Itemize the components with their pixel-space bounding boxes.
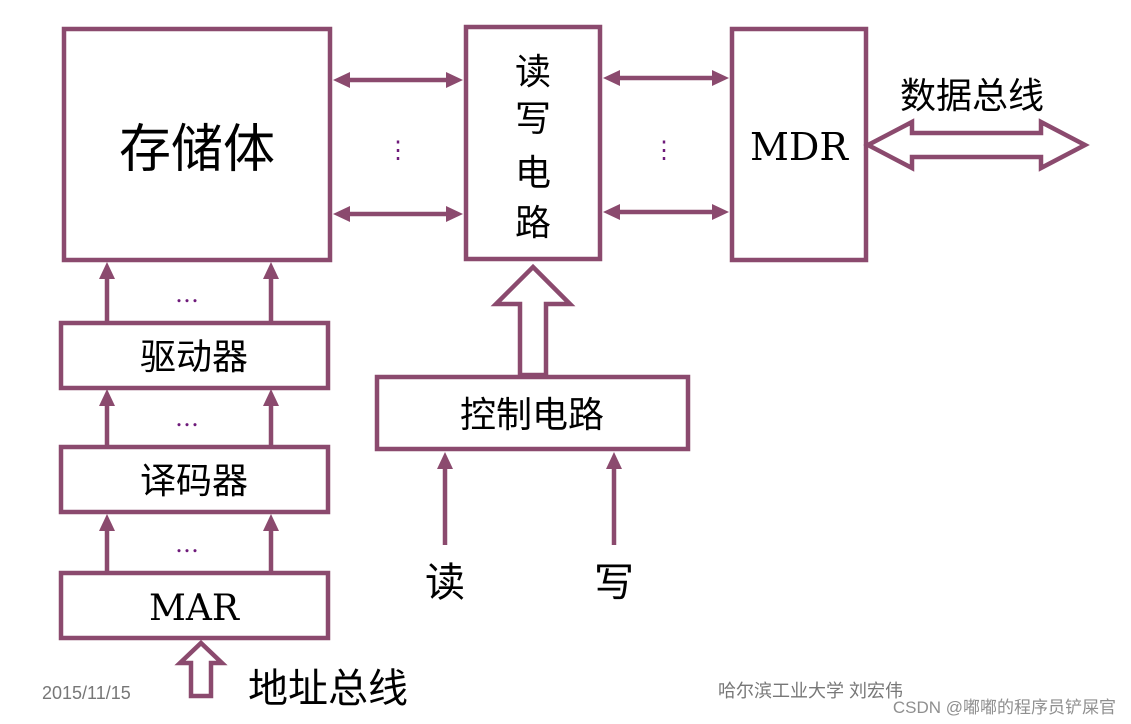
mar-decoder-arrow-left bbox=[99, 514, 115, 571]
footer-institution: 哈尔滨工业大学 刘宏伟 bbox=[718, 681, 903, 701]
storage-block bbox=[61, 26, 333, 263]
data-bus-label: 数据总线 bbox=[900, 76, 1044, 117]
rw-circuit-char-2: 写 bbox=[515, 99, 551, 140]
decoder-driver-arrow-left bbox=[99, 389, 115, 445]
driver-block bbox=[58, 320, 331, 391]
storage-rw-arrow-top bbox=[333, 72, 463, 88]
mar-block bbox=[58, 570, 331, 641]
control-circuit-label: 控制电路 bbox=[460, 395, 604, 436]
address-bus-label: 地址总线 bbox=[248, 666, 408, 712]
mdr-block bbox=[729, 26, 869, 263]
decoder-block bbox=[58, 444, 331, 515]
decoder-driver-arrow-right bbox=[263, 389, 279, 445]
mar-decoder-ellipsis: … bbox=[175, 530, 199, 558]
mdr-label: MDR bbox=[750, 125, 849, 169]
control-circuit-block bbox=[374, 374, 691, 452]
storage-label: 存储体 bbox=[119, 120, 275, 180]
rw-mdr-ellipsis: ⋮ bbox=[652, 136, 676, 164]
mar-decoder-arrow-right bbox=[263, 514, 279, 571]
write-signal-arrow bbox=[606, 452, 622, 545]
decoder-driver-ellipsis: … bbox=[175, 404, 199, 432]
rw-circuit-char-1: 读 bbox=[515, 52, 551, 93]
storage-rw-ellipsis: ⋮ bbox=[386, 136, 410, 164]
rw-mdr-arrow-bottom bbox=[603, 204, 729, 220]
footer-date: 2015/11/15 bbox=[42, 683, 131, 703]
rw-circuit-char-4: 路 bbox=[515, 203, 551, 244]
write-signal-label: 写 bbox=[594, 560, 634, 606]
address-bus-arrow bbox=[174, 639, 228, 699]
control-rw-arrow bbox=[490, 263, 576, 378]
driver-label: 驱动器 bbox=[140, 337, 248, 378]
decoder-label: 译码器 bbox=[140, 461, 248, 502]
csdn-watermark: CSDN @嘟嘟的程序员铲屎官 bbox=[893, 698, 1116, 717]
read-signal-label: 读 bbox=[425, 560, 465, 606]
driver-storage-arrow-right bbox=[263, 262, 279, 321]
rw-circuit-block bbox=[463, 24, 603, 262]
rw-circuit-char-3: 电 bbox=[515, 153, 551, 194]
driver-storage-arrow-left bbox=[99, 262, 115, 321]
mar-label: MAR bbox=[149, 588, 240, 629]
data-bus-arrow bbox=[863, 118, 1090, 172]
rw-mdr-arrow-top bbox=[603, 70, 729, 86]
storage-rw-arrow-bottom bbox=[333, 206, 463, 222]
read-signal-arrow bbox=[437, 452, 453, 545]
driver-storage-ellipsis: … bbox=[175, 280, 199, 308]
